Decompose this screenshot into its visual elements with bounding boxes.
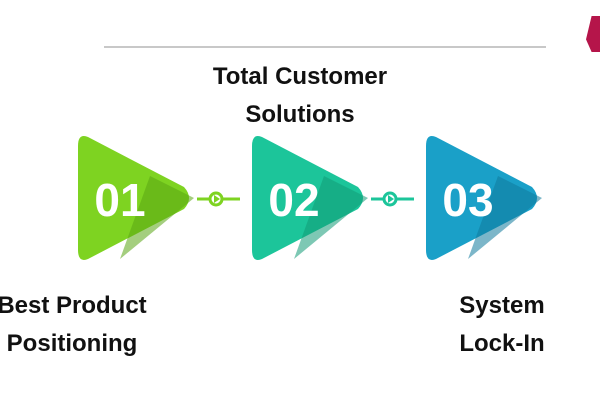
step-03-number: 03 [442,174,493,226]
step-01-shadow [120,176,194,259]
corner-accent-shape [586,16,600,52]
connector-2 [371,191,414,207]
step-01-number: 01 [94,174,145,226]
step-02-shape [252,136,363,260]
step-03-shape [426,136,537,260]
step-01-shape [78,136,189,260]
connector-1-arrowhead [214,195,220,203]
step-03-shadow [468,176,542,259]
step-02-shadow [294,176,368,259]
top-divider-line [104,46,546,48]
step-03-triangle: 03 [426,136,542,260]
step-02-triangle: 02 [252,136,368,260]
connector-1 [197,191,240,207]
connector-2-arrowhead [388,195,394,203]
step-01-triangle: 01 [78,136,194,260]
right-stage-label: System Lock-In [459,292,545,357]
top-stage-label: Total Customer Solutions [212,63,388,128]
step-02-number: 02 [268,174,319,226]
left-stage-label: Best Product Positioning [0,292,147,357]
